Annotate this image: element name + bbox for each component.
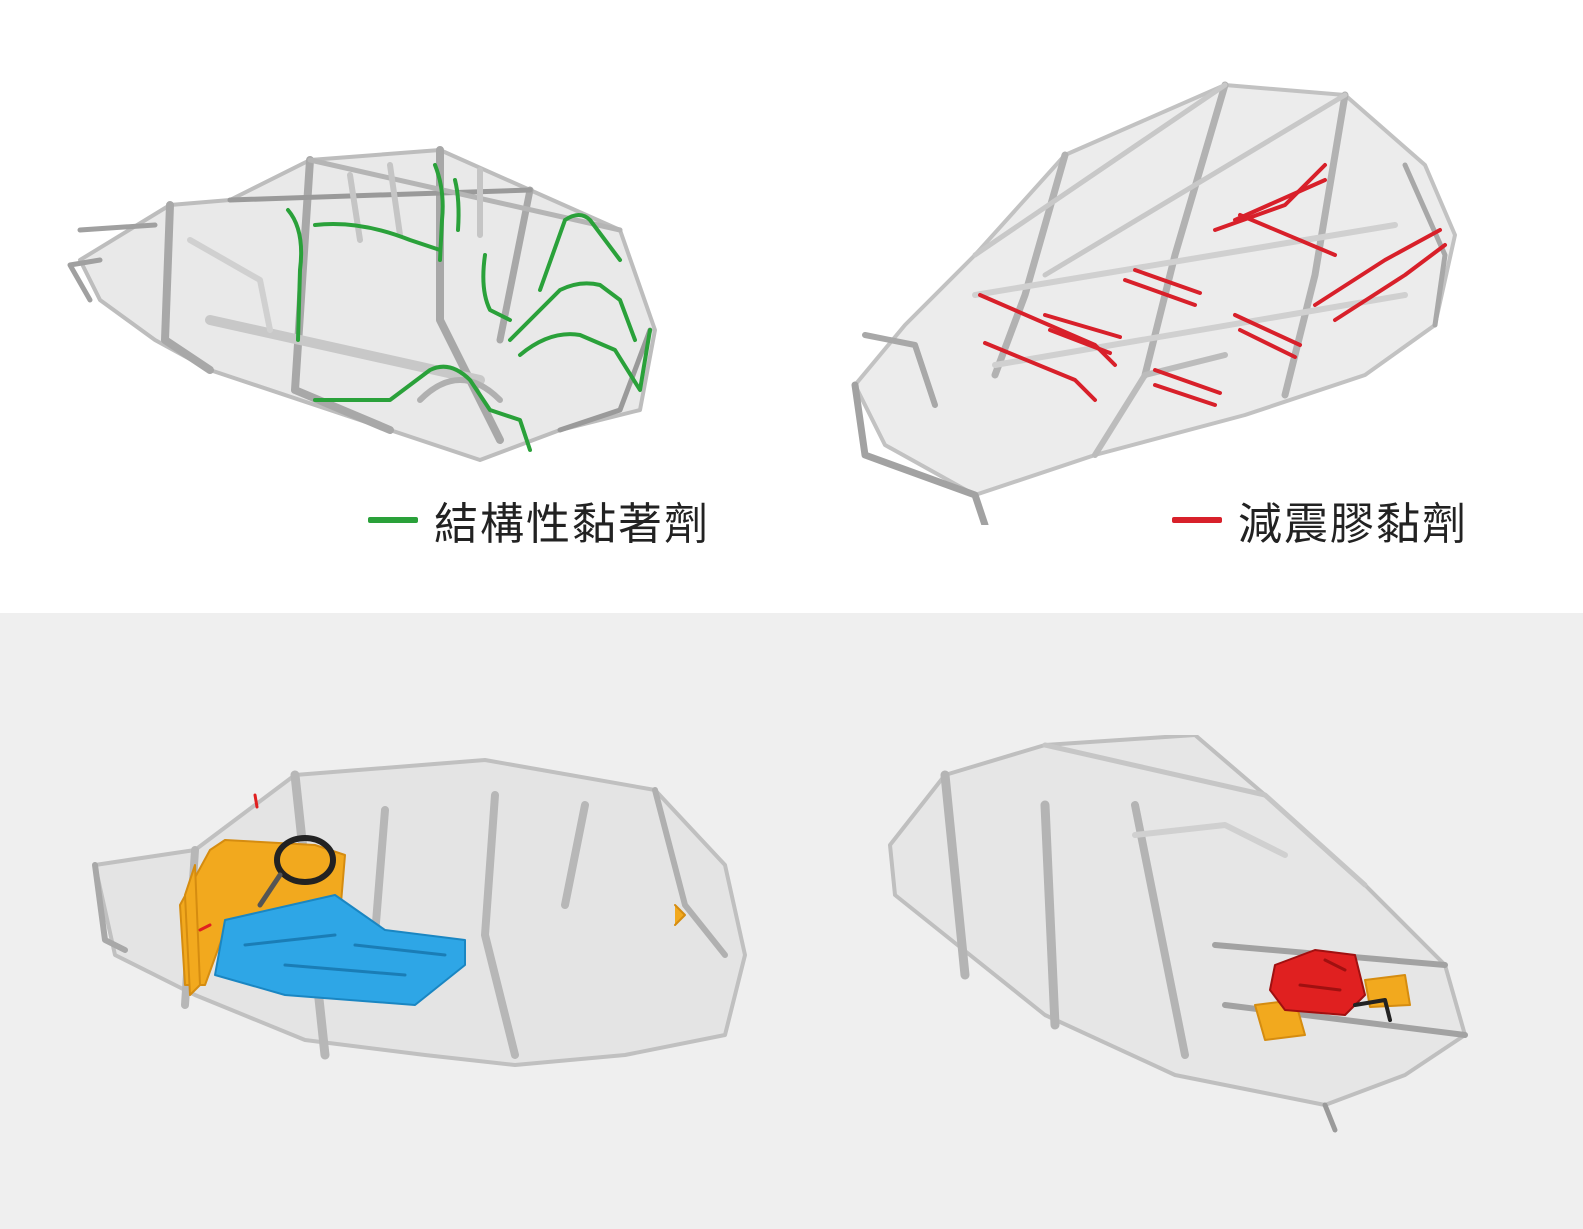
legend-damping-adhesive: 減震膠黏劑 — [1172, 488, 1468, 552]
structural-adhesive-body-figure — [60, 130, 680, 480]
legend-structural-adhesive: 結構性黏著劑 — [368, 488, 710, 552]
red-line-swatch — [1172, 517, 1222, 523]
car-frame-green-svg — [67, 146, 657, 462]
car-frame-blue-floor-svg — [92, 758, 747, 1067]
interior-floor-body-figure — [85, 755, 765, 1095]
green-line-swatch — [368, 517, 418, 523]
legend-damping-label: 減震膠黏劑 — [1238, 499, 1468, 550]
legend-structural-label: 結構性黏著劑 — [434, 499, 710, 550]
car-frame-red-svg — [851, 81, 1457, 525]
car-frame-engine-svg — [888, 735, 1468, 1133]
front-engine-bay-body-figure — [885, 735, 1485, 1135]
damping-adhesive-body-figure — [845, 75, 1475, 525]
